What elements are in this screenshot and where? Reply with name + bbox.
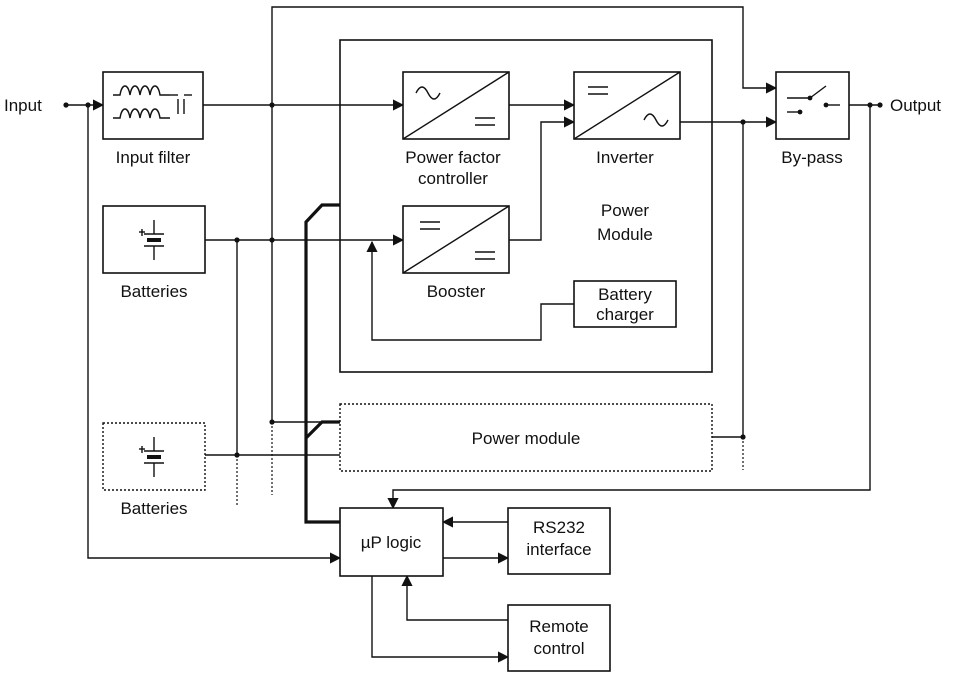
battery-charger-box [573,280,677,328]
booster-label: Booster [427,282,486,301]
battery-charger-label: Battery [598,285,652,304]
battery-charger-label-2: charger [596,305,654,324]
power-module-2-box [339,403,713,472]
dc-dc-converter-icon [402,205,510,274]
power-module-label: Power [601,201,650,220]
output-label: Output [890,96,941,115]
power-module-label-2: Module [597,225,653,244]
batteries-label-1: Batteries [120,282,187,301]
up-logic-box [339,507,444,577]
rs232-label-2: interface [526,540,591,559]
power-module-2-label: Power module [472,429,581,448]
remote-control-label: Remote [529,617,589,636]
inverter-label: Inverter [596,148,654,167]
battery-icon [139,437,164,477]
rs232-label: RS232 [533,518,585,537]
dc-ac-converter-icon [573,71,681,140]
bypass-label: By-pass [781,148,842,167]
ac-dc-converter-icon [402,71,510,140]
up-logic-label: µP logic [361,533,422,552]
input-label: Input [4,96,42,115]
batteries-label-2: Batteries [120,499,187,518]
capacitor-icon [170,94,192,114]
input-filter-box [102,71,204,140]
inductor-icon [113,85,170,119]
power-factor-controller-label-2: controller [418,169,488,188]
input-filter-label: Input filter [116,148,191,167]
remote-control-label-2: control [533,639,584,658]
junction-dots [63,102,883,458]
rs232-interface-box [507,507,611,575]
battery-icon [139,220,164,260]
switch-icon [787,85,840,115]
remote-control-box [507,604,611,672]
power-factor-controller-label: Power factor [405,148,501,167]
